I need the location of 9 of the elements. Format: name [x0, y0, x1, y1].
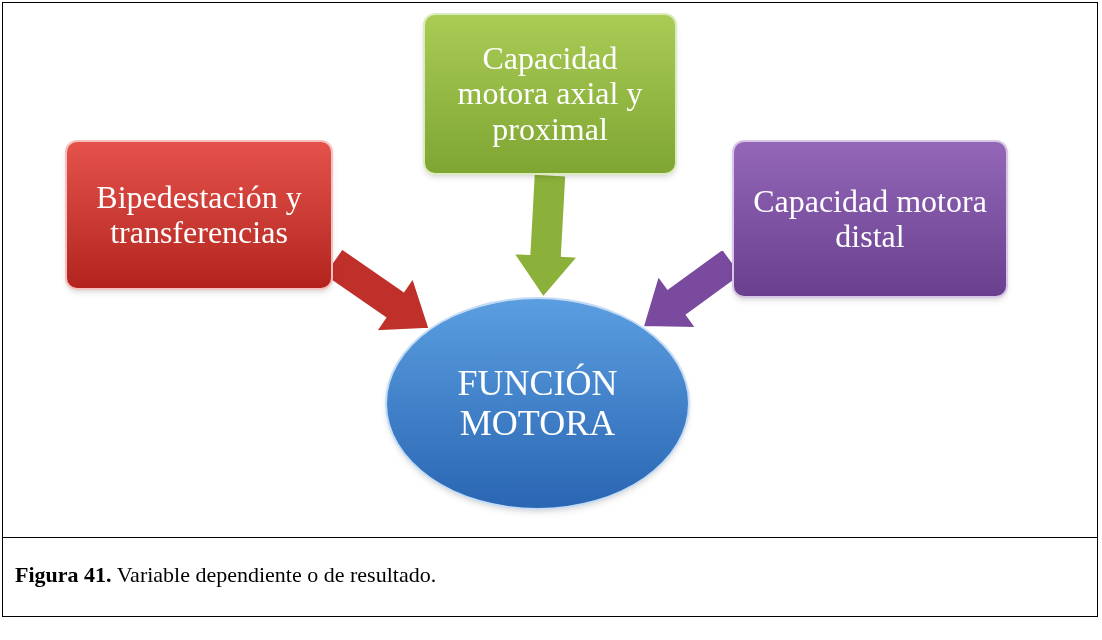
node-label: FUNCIÓN MOTORA — [456, 363, 619, 444]
process-box — [423, 13, 677, 175]
process-box — [732, 140, 1008, 298]
process-box — [65, 140, 333, 290]
figure-caption: Figura 41. Variable dependiente o de resultado. — [15, 561, 437, 589]
node-label: Capacidad motora distal — [752, 183, 988, 255]
node-label: Bipedestación y transferencias — [95, 179, 303, 251]
node-label: Capacidad motora axial y proximal — [456, 41, 644, 147]
block-arrow — [512, 173, 580, 299]
